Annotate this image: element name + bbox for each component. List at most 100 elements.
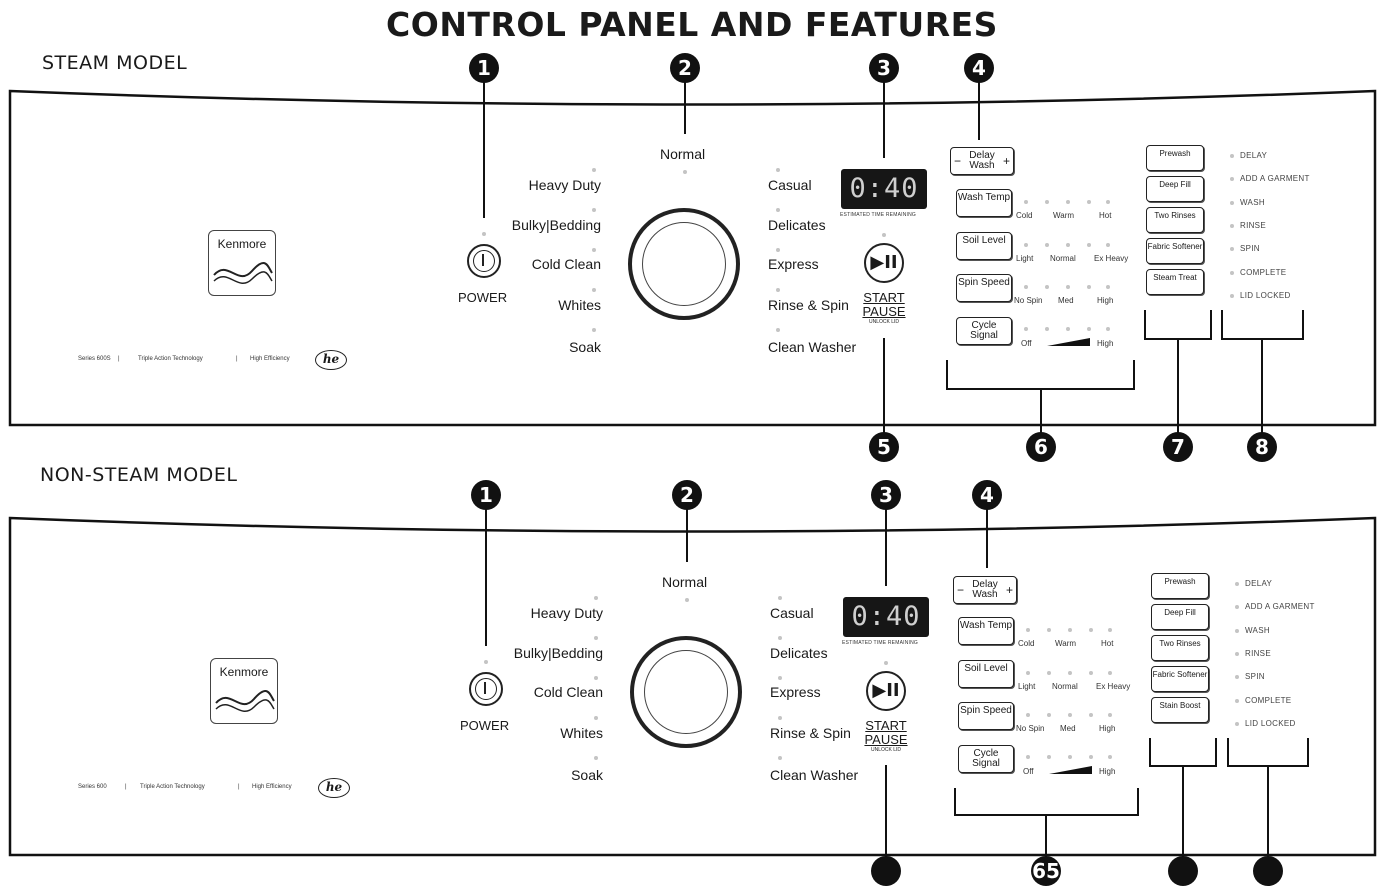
cycle-express[interactable]: Express [768, 256, 819, 272]
status-wash: WASH [1240, 198, 1265, 207]
start-pause-button[interactable]: ▶II [864, 243, 904, 283]
steam-treat-button[interactable]: Steam Treat [1146, 269, 1204, 295]
footer-efficiency: High Efficiency [252, 784, 292, 790]
footer-series: Series 600 [78, 784, 107, 790]
callout-6: 6 [1026, 432, 1056, 462]
callout-4: 4 [964, 53, 994, 83]
delay-wash-button[interactable]: − Delay Wash + [950, 147, 1014, 175]
minus-icon[interactable]: − [957, 583, 965, 597]
cycle-clean-washer[interactable]: Clean Washer [770, 767, 859, 783]
cycle-cold-clean[interactable]: Cold Clean [531, 256, 601, 272]
two-rinses-button[interactable]: Two Rinses [1146, 207, 1204, 233]
callout-2: 2 [672, 480, 702, 510]
cycle-selector-knob[interactable] [630, 636, 742, 748]
start-pause-button[interactable]: ▶II [866, 671, 906, 711]
status-add-garment: ADD A GARMENT [1245, 602, 1315, 611]
power-icon [473, 250, 495, 272]
deep-fill-button[interactable]: Deep Fill [1146, 176, 1204, 202]
power-indicator [482, 232, 486, 236]
cycle-bulky-bedding[interactable]: Bulky|Bedding [511, 217, 601, 233]
callout-1: 1 [471, 480, 501, 510]
cycle-heavy-duty[interactable]: Heavy Duty [528, 177, 601, 193]
wash-temp-button[interactable]: Wash Temp [958, 617, 1014, 645]
brand-name: Kenmore [217, 237, 267, 251]
cycle-cold-clean[interactable]: Cold Clean [533, 684, 603, 700]
deep-fill-button[interactable]: Deep Fill [1151, 604, 1209, 630]
power-button[interactable] [467, 244, 501, 278]
plus-icon[interactable]: + [1002, 154, 1010, 168]
cycle-whites[interactable]: Whites [560, 725, 603, 741]
callout-7 [1168, 856, 1198, 886]
he-logo: he [315, 350, 347, 370]
time-display: 0:40 [841, 169, 927, 209]
prewash-button[interactable]: Prewash [1151, 573, 1209, 599]
status-delay: DELAY [1245, 579, 1273, 588]
page-title: CONTROL PANEL AND FEATURES [386, 5, 998, 44]
footer-tech: Triple Action Technology [138, 356, 203, 362]
cycle-rinse-spin[interactable]: Rinse & Spin [770, 725, 851, 741]
power-icon [475, 678, 497, 700]
status-wash: WASH [1245, 626, 1270, 635]
delay-wash-button[interactable]: − Delay Wash + [953, 576, 1017, 604]
cycle-bulky-bedding[interactable]: Bulky|Bedding [513, 645, 603, 661]
status-complete: COMPLETE [1240, 268, 1287, 277]
swoosh-icon [215, 690, 275, 713]
cycle-whites[interactable]: Whites [558, 297, 601, 313]
cycle-delicates[interactable]: Delicates [770, 645, 828, 661]
callout-8: 8 [1247, 432, 1277, 462]
footer-tech: Triple Action Technology [140, 784, 205, 790]
footer-series: Series 600S [78, 356, 111, 362]
display-caption: ESTIMATED TIME REMAINING [840, 212, 917, 218]
time-display: 0:40 [843, 597, 929, 637]
soil-level-button[interactable]: Soil Level [958, 660, 1014, 688]
wash-temp-button[interactable]: Wash Temp [956, 189, 1012, 217]
cycle-signal-button[interactable]: Cycle Signal [958, 745, 1014, 773]
cycle-clean-washer[interactable]: Clean Washer [768, 339, 857, 355]
callout-3: 3 [869, 53, 899, 83]
callout-1: 1 [469, 53, 499, 83]
status-lid-locked: LID LOCKED [1245, 719, 1296, 728]
two-rinses-button[interactable]: Two Rinses [1151, 635, 1209, 661]
status-spin: SPIN [1240, 244, 1260, 253]
prewash-button[interactable]: Prewash [1146, 145, 1204, 171]
plus-icon[interactable]: + [1005, 583, 1013, 597]
cycle-casual[interactable]: Casual [770, 605, 814, 621]
cycle-heavy-duty[interactable]: Heavy Duty [530, 605, 603, 621]
power-button[interactable] [469, 672, 503, 706]
cycle-casual[interactable]: Casual [768, 177, 812, 193]
power-label: POWER [458, 290, 508, 305]
soil-level-button[interactable]: Soil Level [956, 232, 1012, 260]
stain-boost-button[interactable]: Stain Boost [1151, 697, 1209, 723]
brand-logo: Kenmore [208, 230, 276, 296]
minus-icon[interactable]: − [954, 154, 962, 168]
status-delay: DELAY [1240, 151, 1268, 160]
he-logo: he [318, 778, 350, 798]
model-label-non-steam: NON-STEAM MODEL [40, 464, 238, 486]
fabric-softener-button[interactable]: Fabric Softener [1151, 666, 1209, 692]
cycle-signal-button[interactable]: Cycle Signal [956, 317, 1012, 345]
start-pause-label: START PAUSE UNLOCK LID [864, 718, 908, 754]
cycle-soak[interactable]: Soak [571, 767, 603, 783]
cycle-express[interactable]: Express [770, 684, 821, 700]
callout-6: 65 [1031, 856, 1061, 886]
spin-speed-button[interactable]: Spin Speed [958, 702, 1014, 730]
brand-name: Kenmore [219, 665, 269, 679]
status-lid-locked: LID LOCKED [1240, 291, 1291, 300]
cycle-delicates[interactable]: Delicates [768, 217, 826, 233]
power-label: POWER [460, 718, 510, 733]
cycle-normal[interactable]: Normal [662, 574, 708, 590]
fabric-softener-button[interactable]: Fabric Softener [1146, 238, 1204, 264]
status-add-garment: ADD A GARMENT [1240, 174, 1310, 183]
cycle-rinse-spin[interactable]: Rinse & Spin [768, 297, 849, 313]
callout-4: 4 [972, 480, 1002, 510]
cycle-soak[interactable]: Soak [569, 339, 601, 355]
status-spin: SPIN [1245, 672, 1265, 681]
footer-efficiency: High Efficiency [250, 356, 290, 362]
spin-speed-button[interactable]: Spin Speed [956, 274, 1012, 302]
status-rinse: RINSE [1245, 649, 1271, 658]
cycle-selector-knob[interactable] [628, 208, 740, 320]
swoosh-icon [213, 262, 273, 285]
cycle-normal[interactable]: Normal [660, 146, 706, 162]
status-rinse: RINSE [1240, 221, 1266, 230]
